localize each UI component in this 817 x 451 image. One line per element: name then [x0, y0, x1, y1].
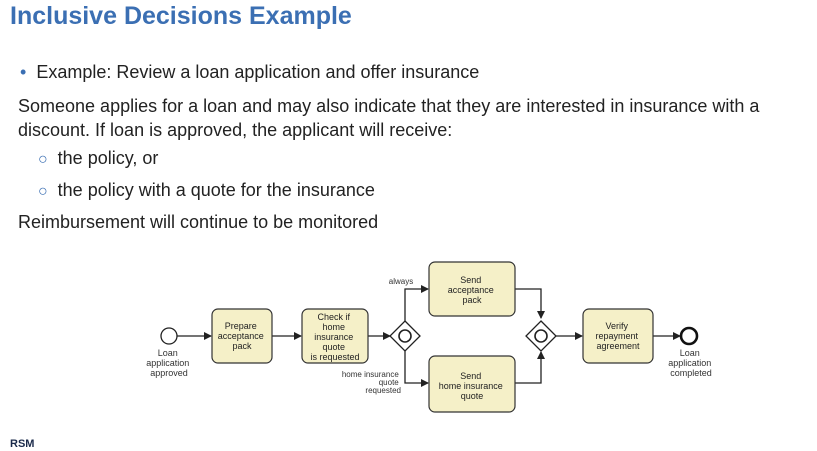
task-prepare-acceptance-pack [211, 308, 273, 364]
bullet-item: • Example: Review a loan application and … [20, 62, 479, 83]
flow-gateway-to-quote [404, 350, 429, 387]
slide-title: Inclusive Decisions Example [10, 2, 352, 30]
task-send-quote-label: Send home insurance quote [439, 371, 506, 401]
sub-item-policy-quote: ○ the policy with a quote for the insuran… [38, 180, 375, 201]
task-verify-label: Verify repayment agreement [595, 321, 640, 351]
sub-item-policy: ○ the policy, or [38, 148, 158, 169]
task-check-label: Check if home insurance quote is request… [310, 312, 359, 362]
flow-label-always: always [389, 277, 413, 286]
task-send-acceptance-pack [428, 261, 516, 317]
hollow-circle-bullet-icon: ○ [38, 183, 48, 200]
task-prepare-label: Prepare acceptance pack [218, 321, 267, 351]
end-event-icon [679, 326, 699, 346]
task-check-insurance-quote [301, 308, 369, 364]
flow-label-condition: home insurance quote requested [342, 370, 401, 395]
task-send-acceptance-label: Send acceptance pack [448, 275, 497, 305]
hollow-circle-bullet-icon: ○ [38, 151, 48, 168]
closing-statement: Reimbursement will continue to be monito… [18, 212, 379, 232]
footer-logo: RSM [10, 438, 35, 450]
task-verify-repayment-agreement [582, 308, 654, 364]
flow-quote-to-join [515, 351, 545, 384]
inclusive-gateway-split-icon [389, 320, 421, 352]
inclusive-gateway-join-icon [525, 320, 557, 352]
sub-item-text: the policy with a quote for the insuranc… [57, 180, 375, 200]
start-event-label: Loan application approved [146, 348, 192, 378]
sequence-flows [177, 285, 681, 387]
task-send-home-insurance-quote [428, 355, 516, 413]
bullet-dot-icon: • [20, 62, 27, 82]
end-event-label: Loan application completed [668, 348, 714, 378]
start-event-icon [160, 327, 178, 345]
description-paragraph: Someone applies for a loan and may also … [18, 96, 760, 140]
sub-item-text: the policy, or [57, 148, 159, 168]
flow-acceptance-to-join [515, 288, 545, 319]
bullet-text: Example: Review a loan application and o… [36, 62, 480, 82]
flow-gateway-to-acceptance [404, 285, 429, 322]
